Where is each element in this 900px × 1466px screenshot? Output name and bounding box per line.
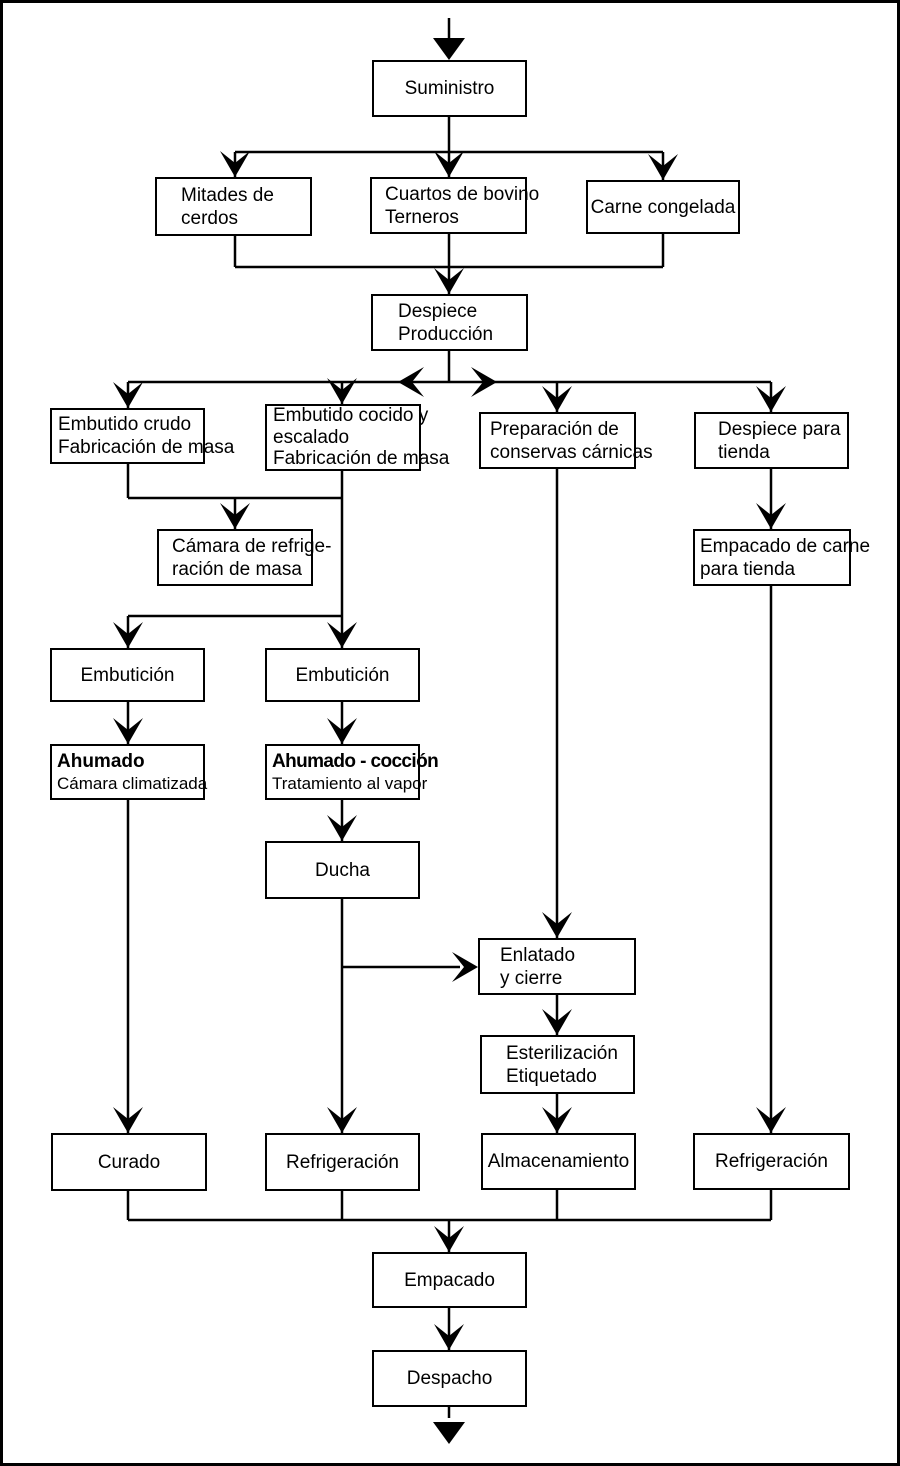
node-label: para tienda (700, 558, 796, 580)
node-label: y cierre (500, 967, 563, 989)
node-label: Embutición (295, 664, 390, 686)
node-sublabel: Tratamiento al vapor (272, 773, 428, 793)
node-preparacion-conservas: Preparación de conservas cárnicas (479, 412, 653, 469)
node-label: Empacado de carne (700, 535, 871, 557)
arrowhead-chevron (648, 154, 678, 180)
node-label: ración de masa (172, 558, 302, 580)
node-refrigeracion-izquierda: Refrigeración (265, 1133, 420, 1191)
arrowhead-chevron (542, 1009, 572, 1035)
arrowhead-chevron (756, 1107, 786, 1133)
node-almacenamiento: Almacenamiento (481, 1133, 636, 1190)
node-embutido-crudo: Embutido crudo Fabricación de masa (50, 408, 234, 464)
node-despiece-produccion: Despiece Producción (371, 294, 528, 351)
node-mitades-cerdos: Mitades de cerdos (155, 177, 312, 236)
node-label: Embutido crudo (58, 414, 192, 435)
node-ahumado-coccion: Ahumado - cocción Tratamiento al vapor (265, 744, 439, 800)
node-label: Almacenamiento (487, 1151, 630, 1172)
node-enlatado-cierre: Enlatado y cierre (478, 938, 636, 995)
node-curado: Curado (51, 1133, 207, 1191)
node-label: conservas cárnicas (490, 441, 653, 463)
arrowhead-chevron (434, 1226, 464, 1252)
node-label: Ducha (315, 859, 370, 881)
node-camara-refrigeracion: Cámara de refrige- ración de masa (157, 529, 331, 586)
node-sublabel: Cámara climatizada (57, 773, 208, 793)
node-label: Fabricación de masa (273, 448, 450, 470)
node-label: Producción (398, 323, 494, 345)
node-cuartos-bovino: Cuartos de bovino Terneros (370, 177, 539, 234)
node-empacado-carne-tienda: Empacado de carne para tienda (693, 529, 870, 586)
node-label: Mitades de (181, 184, 274, 206)
node-suministro: Suministro (372, 60, 527, 117)
node-label: Refrigeración (286, 1151, 399, 1173)
arrowhead-chevron (434, 268, 464, 294)
node-carne-congelada: Carne congelada (586, 180, 740, 234)
arrowhead-chevron (327, 378, 357, 404)
arrowhead-chevron (756, 386, 786, 412)
node-label: Refrigeración (715, 1151, 828, 1172)
node-label: Embutido cocido y (273, 405, 429, 427)
node-label: Ahumado - cocción (272, 750, 439, 772)
node-label: Despiece (398, 300, 478, 322)
node-empacado: Empacado (372, 1252, 527, 1308)
node-refrigeracion-derecha: Refrigeración (693, 1133, 850, 1190)
arrowhead-chevron (452, 952, 478, 982)
node-embuticion-izquierda: Embutición (50, 648, 205, 702)
arrowhead-chevron (434, 1324, 464, 1350)
arrowhead-chevron (542, 1107, 572, 1133)
node-label: escalado (273, 426, 350, 448)
node-label: Terneros (385, 206, 459, 228)
node-label: Preparación de (490, 418, 619, 440)
arrowhead-chevron (542, 386, 572, 412)
arrowhead-chevron (434, 151, 464, 177)
node-esterilizacion-etiquetado: Esterilización Etiquetado (480, 1035, 635, 1094)
arrowhead-chevron (327, 718, 357, 744)
arrowhead-chevron (327, 1107, 357, 1133)
arrowhead-chevron (756, 503, 786, 529)
arrowhead-chevron (113, 622, 143, 648)
arrowhead-chevron (113, 1107, 143, 1133)
node-despiece-tienda: Despiece para tienda (694, 412, 849, 469)
node-label: Embutición (80, 664, 175, 686)
node-label: Empacado (404, 1269, 495, 1291)
node-embuticion-derecha: Embutición (265, 648, 420, 702)
node-despacho: Despacho (372, 1350, 527, 1407)
arrowhead-chevron (327, 622, 357, 648)
node-label: Despiece para (718, 418, 841, 440)
node-label: Despacho (406, 1368, 493, 1389)
node-ahumado: Ahumado Cámara climatizada (50, 744, 208, 800)
arrowhead-chevron (398, 367, 424, 397)
arrowhead-chevron (113, 718, 143, 744)
node-label: Etiquetado (506, 1065, 597, 1087)
arrowhead-triangle (433, 38, 465, 60)
node-label: Esterilización (506, 1042, 618, 1064)
arrowhead-chevron (542, 912, 572, 938)
arrowhead-chevron (113, 382, 143, 408)
node-label: Suministro (404, 78, 495, 99)
arrowhead-chevron (220, 151, 250, 177)
node-label: cerdos (181, 207, 239, 229)
node-label: Cuartos de bovino (385, 183, 540, 205)
node-embutido-cocido: Embutido cocido y escalado Fabricación d… (265, 404, 449, 471)
node-label: Ahumado (57, 750, 145, 772)
arrowhead-chevron (471, 367, 497, 397)
node-label: Carne congelada (590, 196, 736, 218)
node-label: Fabricación de masa (58, 437, 235, 458)
arrowhead-triangle (433, 1422, 465, 1444)
node-label: Cámara de refrige- (172, 535, 332, 557)
node-label: Curado (97, 1151, 161, 1173)
arrowhead-chevron (220, 503, 250, 529)
node-ducha: Ducha (265, 841, 420, 899)
node-label: Enlatado (500, 944, 576, 966)
arrowhead-chevron (327, 815, 357, 841)
node-label: tienda (718, 441, 770, 463)
